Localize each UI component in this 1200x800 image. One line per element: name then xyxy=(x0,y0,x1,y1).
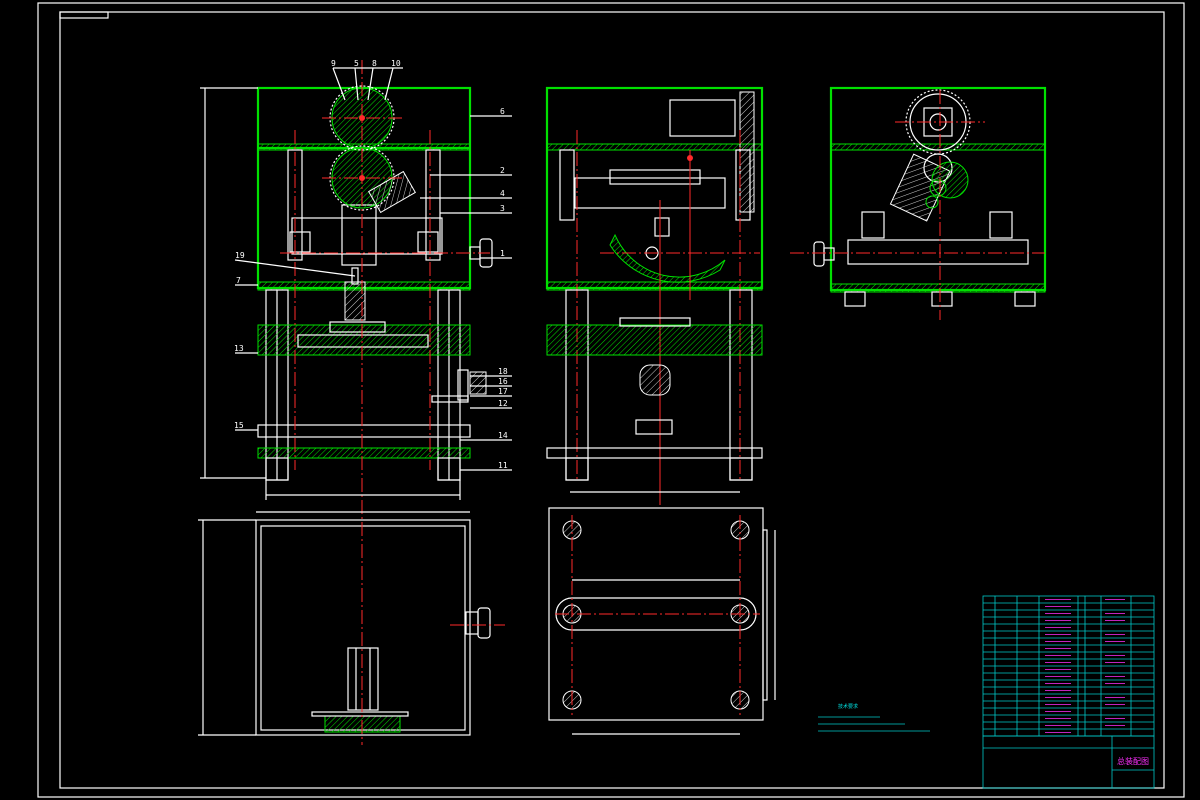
balloon-12: 12 xyxy=(498,399,508,408)
drawing-title: 总装配图 xyxy=(1117,756,1149,766)
side-view xyxy=(545,86,764,505)
balloon-2: 2 xyxy=(500,166,505,175)
balloon-11: 11 xyxy=(498,461,508,470)
balloon-14: 14 xyxy=(498,431,508,440)
technical-notes: 技术要求 xyxy=(818,703,930,732)
balloon-9: 9 xyxy=(331,59,336,68)
parts-list xyxy=(982,595,1155,737)
balloon-4: 4 xyxy=(500,189,505,198)
balloon-7: 7 xyxy=(236,276,241,285)
balloon-1: 1 xyxy=(500,249,505,258)
front-view: 9 5 8 10 6 2 4 3 1 19 7 13 18 16 17 12 1… xyxy=(200,59,512,500)
balloon-13: 13 xyxy=(234,344,244,353)
balloon-16: 16 xyxy=(498,377,508,386)
notes-heading: 技术要求 xyxy=(838,703,858,710)
balloon-3: 3 xyxy=(500,204,505,213)
corner-tag xyxy=(59,11,109,19)
inner-frame xyxy=(59,11,1165,789)
base-plate-view xyxy=(548,507,776,735)
outer-frame xyxy=(37,2,1185,798)
top-view xyxy=(198,500,505,745)
balloon-5: 5 xyxy=(354,59,359,68)
balloon-15: 15 xyxy=(234,421,244,430)
title-block: 总装配图 xyxy=(982,735,1155,789)
balloon-10: 10 xyxy=(391,59,401,68)
balloon-17: 17 xyxy=(498,387,508,396)
balloon-6: 6 xyxy=(500,107,505,116)
balloon-8: 8 xyxy=(372,59,377,68)
balloon-19: 19 xyxy=(235,251,245,260)
balloon-18: 18 xyxy=(498,367,508,376)
end-view xyxy=(790,86,1047,320)
